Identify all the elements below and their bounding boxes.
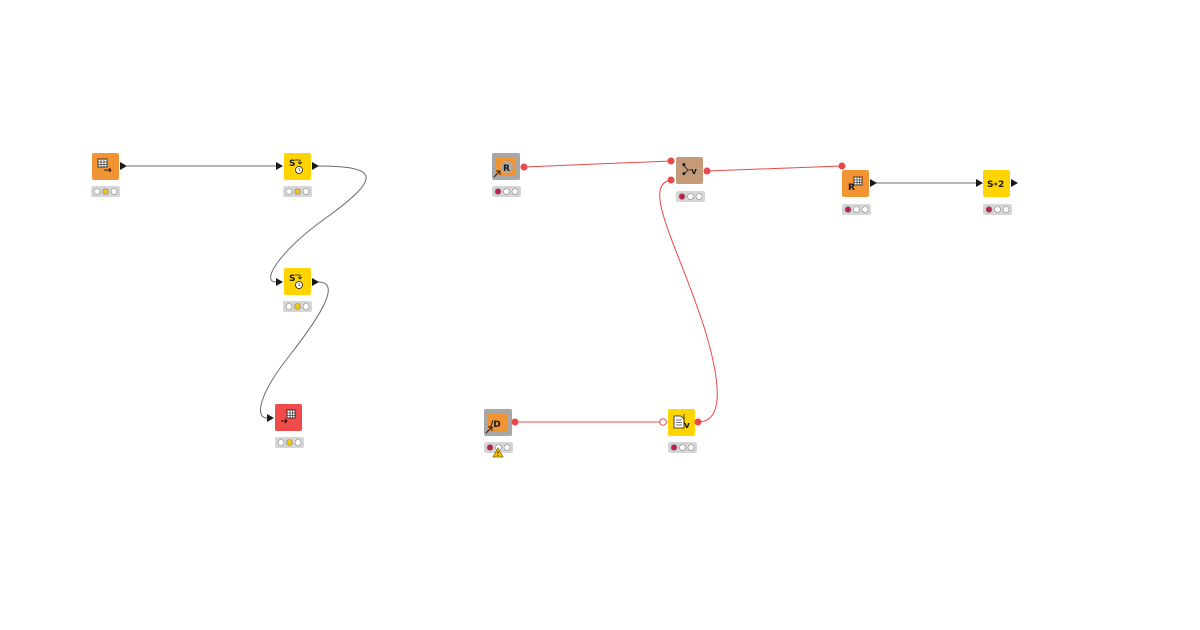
r-table-icon: R <box>848 176 863 193</box>
output-port[interactable] <box>1011 179 1018 187</box>
status-light-red <box>670 444 678 451</box>
string-to-number-icon: S 2 <box>987 180 1004 190</box>
connection-n5-n6[interactable] <box>523 160 672 168</box>
status-bar <box>283 186 312 197</box>
status-light-yellow <box>503 188 510 195</box>
status-bar <box>842 204 871 215</box>
status-bar <box>484 442 513 453</box>
status-light-green <box>511 188 519 195</box>
input-port[interactable] <box>267 414 274 422</box>
status-light-green <box>302 188 310 195</box>
input-port[interactable] <box>276 162 283 170</box>
svg-text:R: R <box>503 164 510 174</box>
status-light-green <box>110 188 118 195</box>
data-component-icon: /D <box>485 420 501 434</box>
status-light-red <box>486 444 494 451</box>
svg-text:S: S <box>289 274 295 284</box>
svg-text:S: S <box>289 159 295 169</box>
warning-icon[interactable] <box>492 447 504 458</box>
status-light-green <box>695 193 703 200</box>
connections-layer <box>127 160 976 423</box>
flow-variable-output-port[interactable] <box>694 418 702 426</box>
status-light-green <box>294 439 302 446</box>
table-writer-node[interactable] <box>267 404 304 448</box>
status-bar <box>668 442 697 453</box>
string-to-datetime-node-2[interactable]: S <box>276 268 319 312</box>
connection-n10-n6[interactable] <box>659 179 718 423</box>
r-component-icon: R <box>493 161 513 178</box>
svg-text:R: R <box>848 183 855 193</box>
status-light-red <box>678 193 686 200</box>
status-light-red <box>844 206 852 213</box>
output-port[interactable] <box>312 162 319 170</box>
flow-variable-output-port[interactable] <box>520 163 528 171</box>
r-source-component-node[interactable]: R <box>492 153 528 197</box>
input-port[interactable] <box>276 278 283 286</box>
merge-variables-icon: • • v <box>681 161 697 180</box>
status-light-yellow <box>853 206 860 213</box>
svg-text:•: • <box>681 161 687 171</box>
flow-variable-input-port-1[interactable] <box>667 157 675 165</box>
status-light-green <box>302 303 310 310</box>
table-to-variable-icon: v <box>673 414 690 431</box>
status-light-yellow <box>687 193 694 200</box>
svg-text:S: S <box>987 180 993 190</box>
table-creator-node[interactable] <box>91 153 127 197</box>
status-light-red <box>285 188 293 195</box>
flow-variable-input-port-2[interactable] <box>667 176 675 184</box>
connection-n3-n4[interactable] <box>260 281 329 419</box>
flow-variable-output-port[interactable] <box>511 418 519 426</box>
status-bar <box>676 191 705 202</box>
connection-n2-n3[interactable] <box>270 165 367 283</box>
status-bar <box>492 186 521 197</box>
flow-variable-output-port[interactable] <box>703 167 711 175</box>
status-light-yellow <box>294 303 301 310</box>
status-light-red <box>277 439 285 446</box>
status-light-red <box>494 188 502 195</box>
table-output-icon <box>97 158 112 173</box>
input-port[interactable] <box>976 179 983 187</box>
data-component-node[interactable]: /D <box>484 409 519 458</box>
string-to-datetime-icon: S <box>289 274 303 289</box>
status-light-red <box>93 188 101 195</box>
status-light-green <box>687 444 695 451</box>
output-port[interactable] <box>312 278 319 286</box>
status-light-green <box>861 206 869 213</box>
svg-text:•: • <box>681 170 687 180</box>
table-to-variable-node[interactable]: v <box>659 409 702 453</box>
status-light-yellow <box>994 206 1001 213</box>
string-to-datetime-icon: S <box>289 159 303 174</box>
connection-n6-n7[interactable] <box>706 165 843 172</box>
status-light-yellow <box>679 444 686 451</box>
status-light-yellow <box>294 188 301 195</box>
status-light-red <box>285 303 293 310</box>
status-bar <box>983 204 1012 215</box>
status-bar <box>91 186 120 197</box>
flow-variable-input-port[interactable] <box>838 162 846 170</box>
string-to-datetime-node[interactable]: S <box>276 153 319 197</box>
svg-text:2: 2 <box>998 180 1004 190</box>
output-port[interactable] <box>120 162 127 170</box>
status-light-green <box>1002 206 1010 213</box>
status-light-yellow <box>286 439 293 446</box>
svg-text:v: v <box>691 167 697 177</box>
svg-text:/D: /D <box>490 420 501 430</box>
status-bar <box>283 301 312 312</box>
r-to-table-node[interactable]: R <box>838 162 878 216</box>
status-light-red <box>985 206 993 213</box>
svg-text:v: v <box>684 421 690 431</box>
table-input-icon <box>281 409 296 424</box>
status-light-green <box>503 444 511 451</box>
output-port[interactable] <box>870 179 877 187</box>
flow-variable-input-port[interactable] <box>659 418 667 426</box>
status-light-yellow <box>102 188 109 195</box>
status-bar <box>275 437 304 448</box>
string-to-number-node[interactable]: S 2 <box>976 170 1018 215</box>
merge-variables-node[interactable]: • • v <box>667 157 711 202</box>
